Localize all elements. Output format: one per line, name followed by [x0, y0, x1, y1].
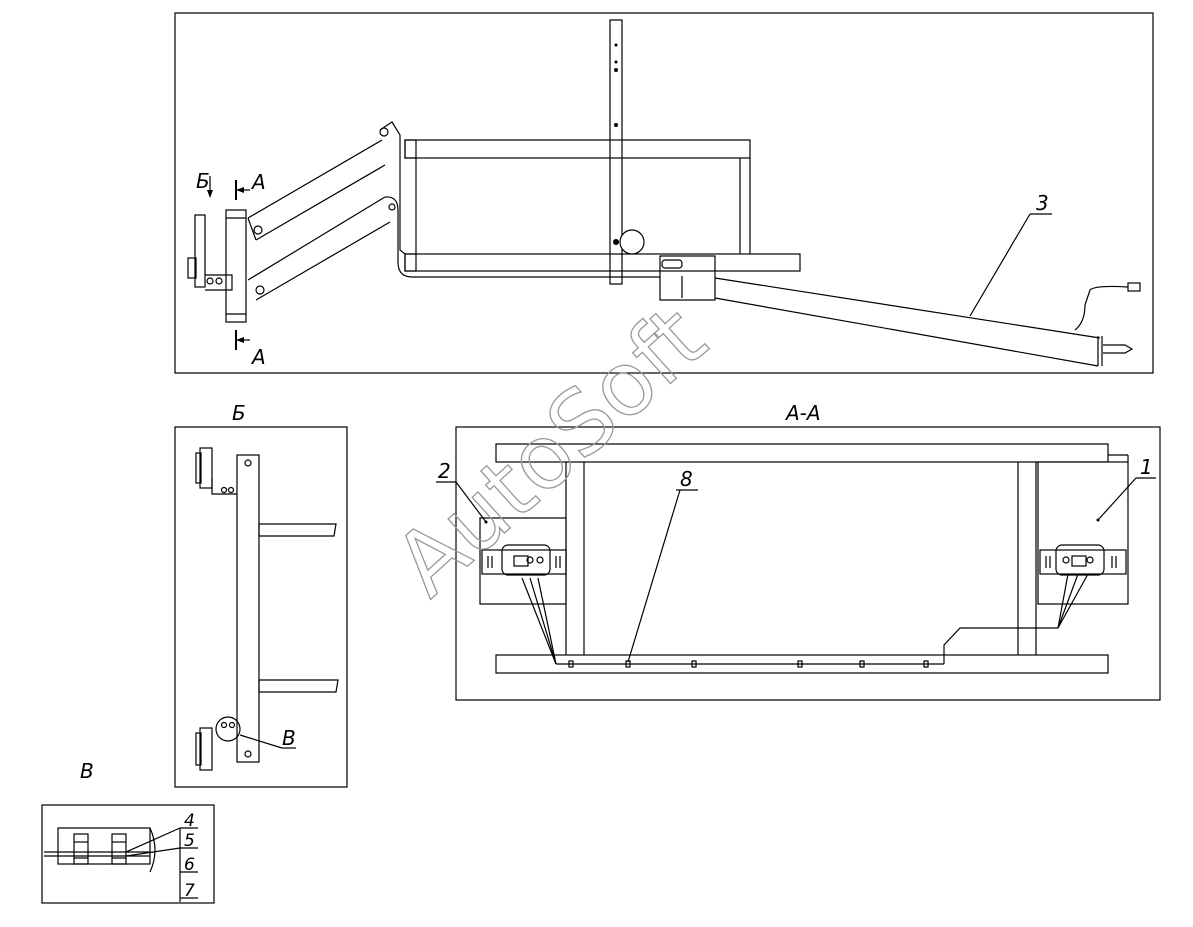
frame-rails [404, 139, 801, 272]
section-a-bottom-label: A [250, 345, 266, 369]
view-b-arrow-label: Б [196, 169, 210, 193]
part-4-label: 4 [184, 811, 195, 831]
part-3-label: 3 [1036, 191, 1049, 215]
left-bracket [187, 214, 233, 291]
detail-v-title: В [80, 759, 94, 783]
part-2-label: 2 [438, 459, 451, 483]
section-a-top-label: A [250, 170, 266, 194]
upper-arm [247, 121, 406, 255]
part-7-label: 7 [184, 881, 195, 901]
section-aa-frame [455, 426, 1161, 701]
detail-v-bolts [73, 833, 127, 865]
view-b-frame [174, 426, 348, 788]
main-view-frame [174, 12, 1154, 374]
leader-3 [969, 213, 1031, 317]
section-marks [207, 176, 250, 350]
vertical-column [609, 19, 623, 285]
clamp-block [659, 255, 716, 301]
part-6-label: 6 [184, 855, 195, 875]
view-b-upper-bracket [195, 447, 237, 495]
cable [1074, 282, 1141, 331]
view-b-lower-bracket [195, 716, 241, 771]
wiring-harness [521, 573, 1089, 668]
leader-2 [455, 481, 487, 523]
left-post [225, 209, 247, 323]
detail-v [41, 804, 215, 904]
leader-1 [1097, 477, 1137, 521]
view-b: В [174, 426, 348, 788]
section-aa [436, 426, 1161, 701]
part-8-label: 8 [680, 467, 693, 491]
lower-arm [247, 196, 660, 301]
part-5-label: 5 [184, 831, 195, 851]
leader-8 [627, 489, 681, 663]
view-b-title: Б [232, 401, 246, 425]
right-lamp-unit [1037, 454, 1129, 605]
detail-v-callout: В [282, 726, 296, 750]
detail-v-frame [41, 804, 215, 904]
main-view: A A Б 3 [174, 12, 1154, 374]
drawbar [714, 277, 1134, 367]
part-1-label: 1 [1140, 455, 1153, 479]
section-aa-title: A-A [784, 401, 821, 425]
knob [619, 229, 645, 255]
left-lamp-unit [479, 517, 567, 605]
